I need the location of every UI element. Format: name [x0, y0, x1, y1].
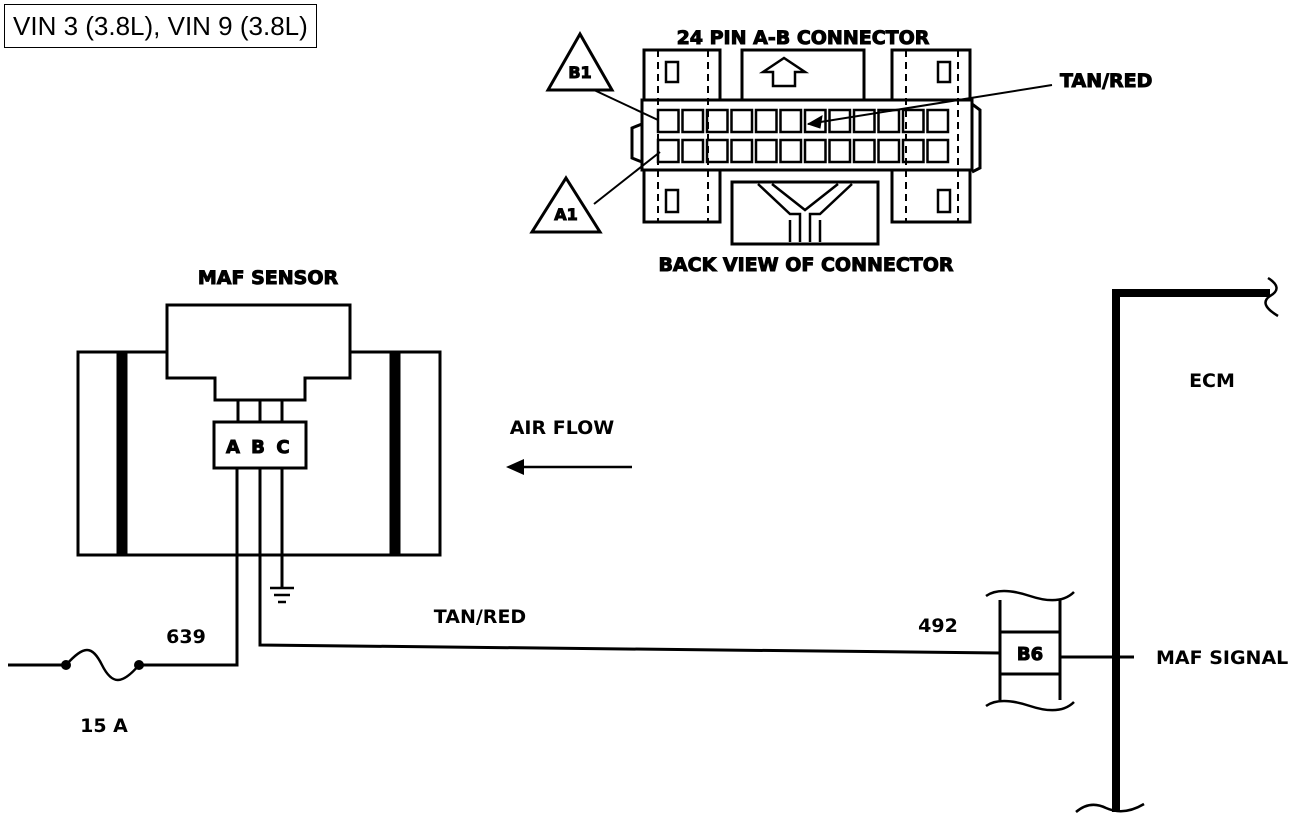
leader-arrowhead-icon: [806, 115, 823, 129]
connector-pin-cavity: [828, 138, 852, 164]
b1-leader-line: [593, 89, 659, 121]
connector-24-pin: 24 PIN A-B CONNECTOR BACK VIEW OF CONNEC…: [529, 27, 1153, 277]
connector-pin-cavity: [705, 138, 729, 164]
break-mark-bottom: [1075, 802, 1145, 813]
connector-pin-cavity: [754, 138, 778, 164]
tan-red-leader-line: [807, 84, 1053, 125]
connector-pin-cavity: [926, 108, 950, 134]
connector-pin-cavity: [779, 108, 803, 134]
maf-pin-a: A: [226, 437, 240, 458]
b1-triangle-callout: [545, 30, 615, 92]
up-arrow-icon: [758, 56, 810, 88]
connector-pin-grid: [656, 108, 950, 164]
ecm-pin-b6: B6: [1017, 644, 1043, 665]
connector-keyway: [730, 180, 880, 246]
connector-pin-cavity: [681, 108, 705, 134]
airflow-indicator: AIR FLOW: [506, 417, 632, 475]
ecm-title: ECM: [1189, 370, 1235, 392]
connector-pin-cavity: [877, 138, 901, 164]
ecm-signal-label: MAF SIGNAL: [1156, 647, 1288, 669]
connector-left-tab: [630, 122, 643, 164]
ecm-boundary-vertical: [1112, 289, 1120, 812]
connector-pin-cavity: [852, 108, 876, 134]
connector-right-lower-tower: [890, 168, 972, 224]
ground-icon: [270, 586, 294, 604]
power-wire-639: [143, 468, 239, 667]
ecm: B6: [985, 276, 1279, 813]
a1-triangle-callout: [529, 175, 603, 234]
connector-harness: [757, 183, 853, 242]
connector-pin-cavity: [681, 138, 705, 164]
connector-pin-cavity: [730, 108, 754, 134]
connector-right-upper-tower: [890, 48, 972, 102]
connector-pin-cavity: [779, 138, 803, 164]
connector-body: [640, 98, 974, 172]
b1-callout-label: B1: [568, 63, 591, 82]
signal-wire-color: TAN/RED: [434, 606, 526, 628]
connector-pin-cavity: [877, 108, 901, 134]
connector-pin-cavity: [901, 138, 925, 164]
ecm-pin-b6-box: [998, 630, 1062, 676]
connector-pin-cavity: [656, 138, 680, 164]
connector-left-upper-tower: [642, 48, 722, 102]
airflow-arrow-icon: [506, 459, 524, 475]
maf-pin-b: B: [251, 437, 265, 458]
connector-pin-cavity: [705, 108, 729, 134]
connector-pin-cavity: [901, 108, 925, 134]
connector-latch: [740, 48, 866, 102]
diagram-title: VIN 3 (3.8L), VIN 9 (3.8L): [4, 4, 317, 48]
maf-sensor-housing: [165, 303, 352, 402]
connector-pin-cavity: [730, 138, 754, 164]
maf-pin-c: C: [276, 437, 289, 458]
airflow-label: AIR FLOW: [510, 417, 615, 439]
connector-pin-cavity: [852, 138, 876, 164]
fuse-icon: [65, 648, 140, 682]
a1-leader-line: [593, 151, 661, 205]
maf-tube-band-left: [116, 351, 128, 556]
connector-title: 24 PIN A-B CONNECTOR: [677, 27, 930, 49]
signal-wire-492: [258, 468, 1001, 655]
maf-sensor-title: MAF SENSOR: [198, 267, 339, 289]
wiring: [8, 468, 1001, 682]
maf-sensor: MAF SENSOR A B C: [76, 267, 442, 557]
break-mark-top: [1264, 276, 1279, 318]
power-circuit-number: 639: [166, 626, 206, 648]
fuse-rating: 15 A: [80, 715, 128, 737]
connector-caption: BACK VIEW OF CONNECTOR: [658, 254, 953, 276]
connector-pin-cavity: [926, 138, 950, 164]
connector-pin-cavity: [656, 108, 680, 134]
signal-circuit-number: 492: [918, 615, 958, 637]
connector-pin-cavity: [803, 138, 827, 164]
a1-callout-label: A1: [554, 205, 578, 224]
connector-pin-cavity: [754, 108, 778, 134]
connector-wire-label: TAN/RED: [1060, 70, 1152, 92]
ecm-boundary-horizontal: [1112, 289, 1270, 297]
connector-right-tab: [971, 102, 982, 174]
maf-tube-band-right: [389, 351, 401, 556]
connector-left-lower-tower: [642, 168, 722, 224]
